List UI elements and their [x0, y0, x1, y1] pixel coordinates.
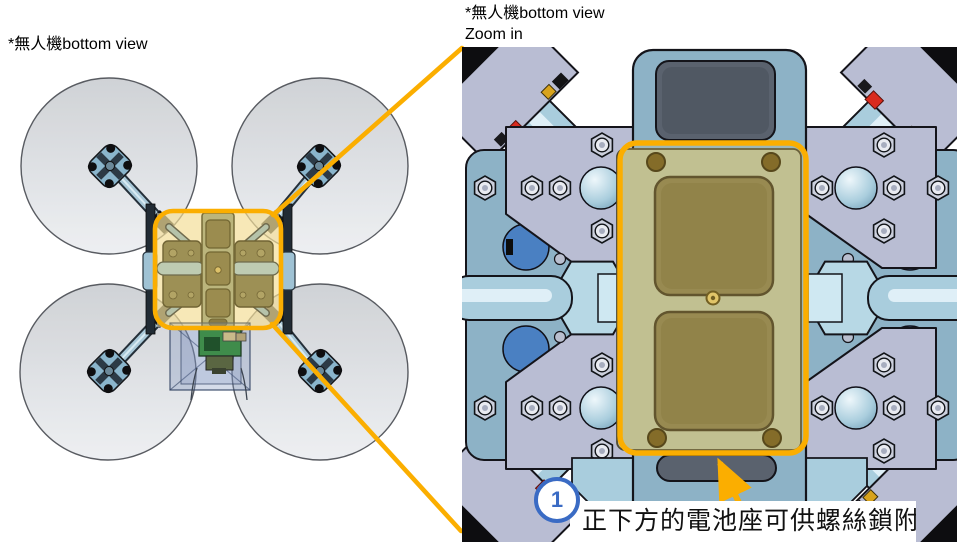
callout-annotation-text: 正下方的電池座可供螺絲鎖附 [570, 501, 916, 542]
damper-ball [834, 166, 878, 210]
battery-opening-bottom [656, 454, 777, 482]
highlight-box-right [617, 140, 809, 456]
zoom-connector-bottom [269, 321, 464, 534]
damper-ball [579, 386, 623, 430]
right-panel-caption-line1: *無人機bottom view [465, 5, 605, 22]
callout-arrow [717, 457, 752, 509]
damper-ball [579, 166, 623, 210]
callout-number-badge: 1 [534, 477, 580, 523]
camera-fov-cone [169, 322, 251, 401]
right-panel-caption-line2: Zoom in [465, 26, 523, 43]
drone-bottom-view-render [19, 77, 409, 461]
zoomed-center-render [462, 47, 957, 542]
drone-body [156, 209, 280, 333]
side-assembly-right [780, 126, 957, 470]
screw-hole [646, 152, 666, 172]
screw-hole [762, 428, 782, 448]
left-panel-caption: *無人機bottom view [8, 36, 148, 53]
screw-hole [761, 152, 781, 172]
flight-controller-pcb [198, 328, 247, 374]
battery-mount-plate [616, 148, 802, 451]
zoom-connector-top [270, 45, 465, 218]
highlight-box-left [152, 208, 284, 331]
screw-hole [647, 428, 667, 448]
right-panel-caption: *無人機bottom view Zoom in [465, 3, 605, 45]
damper-ball [834, 386, 878, 430]
